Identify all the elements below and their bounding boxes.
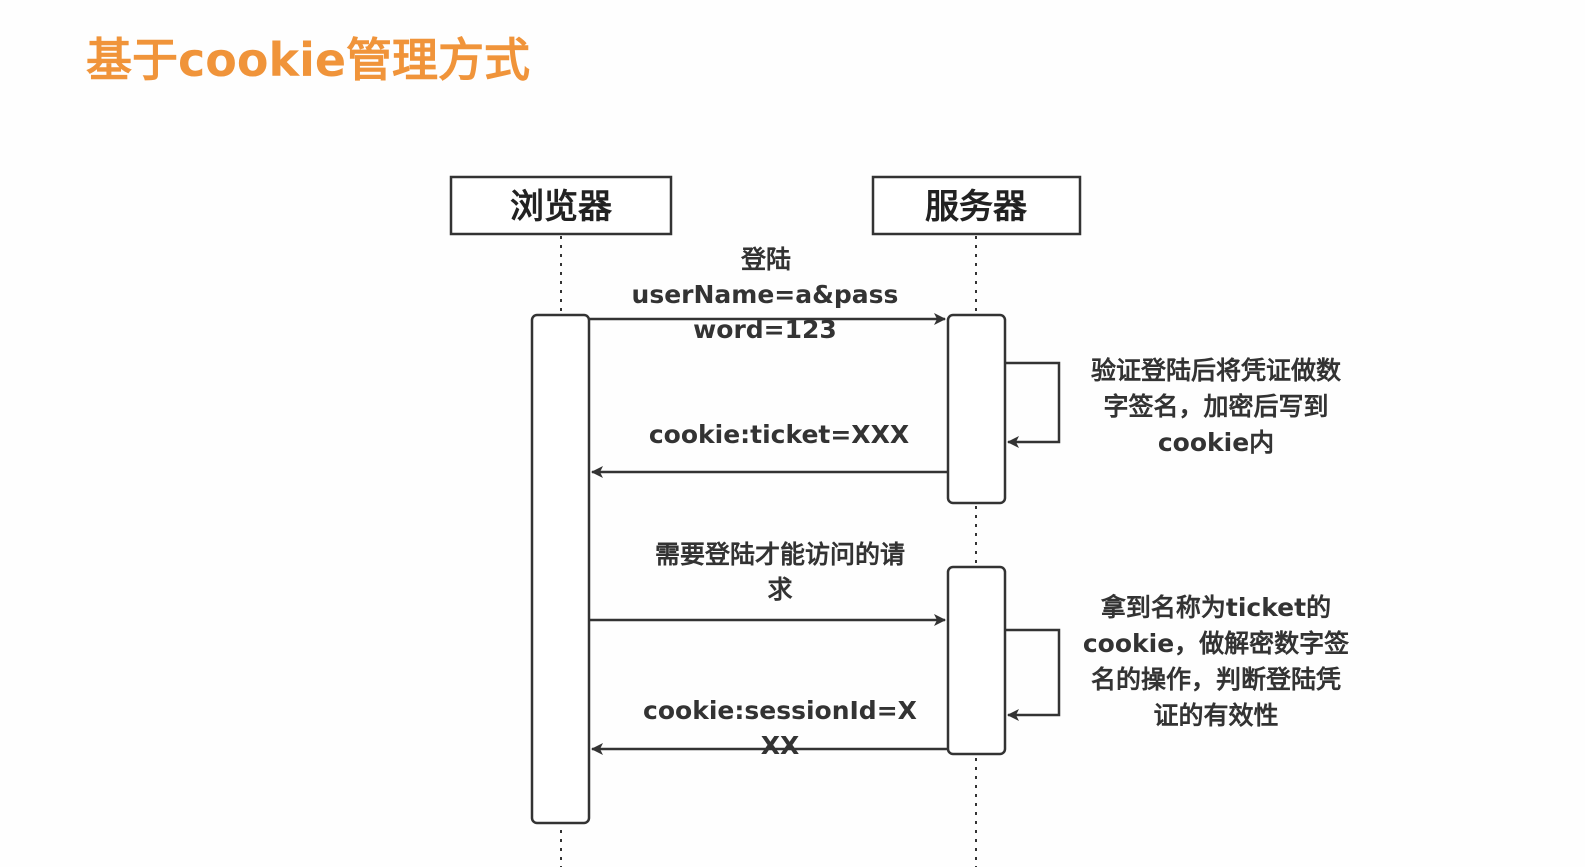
verify-self-arrow bbox=[1005, 628, 1061, 721]
set-cookie-line-1: cookie:ticket=XXX bbox=[649, 420, 909, 449]
server-activation-2 bbox=[946, 565, 1007, 756]
login-line-2: userName=a&pass bbox=[632, 280, 899, 309]
verify-note-line-1: 拿到名称为ticket的 bbox=[1100, 593, 1331, 622]
sign-note-line-2: 字签名，加密后写到 bbox=[1103, 392, 1328, 421]
request-line-1: 需要登陆才能访问的请 bbox=[655, 540, 905, 569]
session-line-2: XX bbox=[761, 731, 800, 760]
sign-note-line-3: cookie内 bbox=[1158, 428, 1274, 457]
request-line-2: 求 bbox=[767, 575, 792, 604]
login-message-label: 登陆 userName=a&pass word=123 bbox=[632, 245, 899, 344]
sign-note-line-1: 验证登陆后将凭证做数 bbox=[1091, 356, 1342, 385]
verify-note: 拿到名称为ticket的 cookie，做解密数字签 名的操作，判断登陆凭 证的… bbox=[1083, 593, 1350, 730]
page-title: 基于cookie管理方式 bbox=[86, 33, 531, 87]
set-cookie-message-label: cookie:ticket=XXX bbox=[649, 420, 909, 449]
verify-note-line-2: cookie，做解密数字签 bbox=[1083, 629, 1350, 658]
sign-note: 验证登陆后将凭证做数 字签名，加密后写到 cookie内 bbox=[1091, 356, 1342, 457]
session-message-label: cookie:sessionId=X XX bbox=[643, 696, 917, 760]
browser-actor: 浏览器 bbox=[449, 175, 673, 236]
browser-label: 浏览器 bbox=[510, 187, 613, 227]
server-activation-1 bbox=[946, 313, 1007, 505]
browser-activation bbox=[530, 313, 591, 825]
login-line-3: word=123 bbox=[693, 315, 837, 344]
login-line-1: 登陆 bbox=[740, 245, 791, 274]
session-line-1: cookie:sessionId=X bbox=[643, 696, 917, 725]
verify-note-line-4: 证的有效性 bbox=[1153, 701, 1278, 730]
request-message-label: 需要登陆才能访问的请 求 bbox=[655, 540, 905, 604]
server-actor: 服务器 bbox=[871, 175, 1082, 236]
sign-self-arrow bbox=[1005, 361, 1061, 448]
server-label: 服务器 bbox=[925, 187, 1028, 227]
verify-note-line-3: 名的操作，判断登陆凭 bbox=[1091, 665, 1341, 694]
